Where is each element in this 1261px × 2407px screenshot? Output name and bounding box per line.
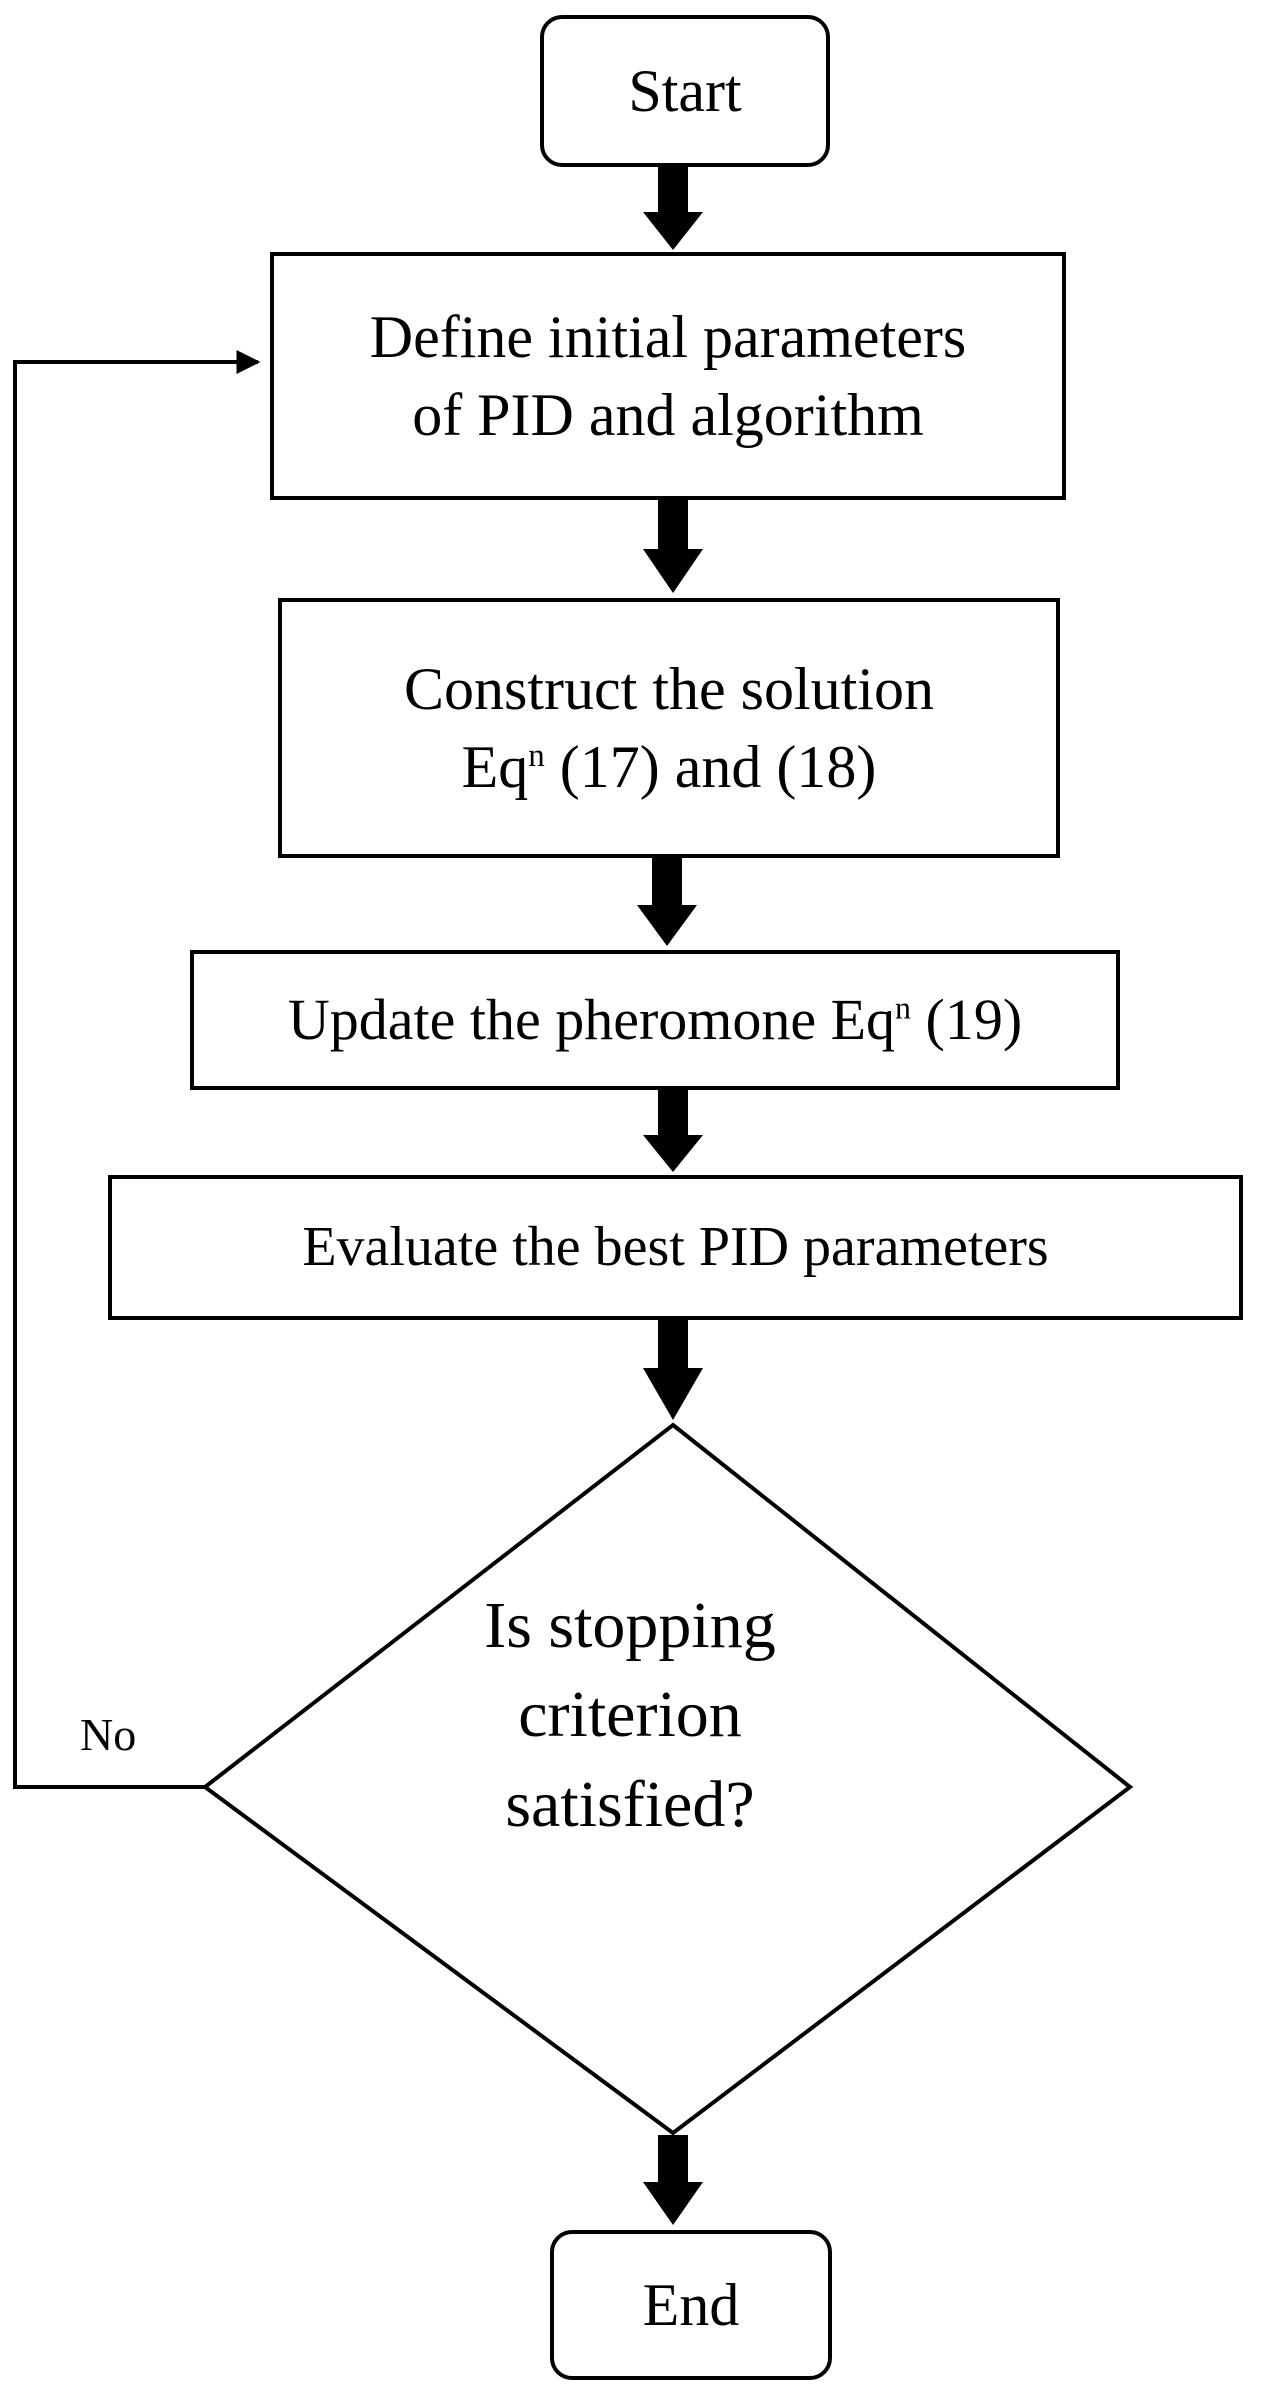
arrow-decision-to-end (643, 2135, 703, 2225)
arrow-construct-to-update (637, 858, 697, 946)
define-line-2: of PID and algorithm (412, 382, 924, 448)
update-pheromone-box: Update the pheromone Eqn (19) (190, 950, 1120, 1090)
evaluate-parameters-box: Evaluate the best PID parameters (108, 1175, 1243, 1320)
update-label: Update the pheromone Eqn (19) (287, 987, 1023, 1053)
decision-line-2: criterion (518, 1678, 742, 1752)
construct-line-1: Construct the solution (404, 656, 934, 722)
no-loop-connector (13, 350, 261, 1789)
arrow-define-to-construct (643, 500, 703, 593)
arrow-update-to-evaluate (643, 1090, 703, 1172)
end-node: End (550, 2230, 832, 2380)
arrow-evaluate-to-decision (643, 1320, 703, 1420)
arrow-start-to-define (643, 165, 703, 250)
end-label: End (642, 2272, 740, 2338)
evaluate-label: Evaluate the best PID parameters (302, 1216, 1049, 1279)
construct-line-2: Eqn (17) and (18) (461, 734, 877, 800)
decision-text: Is stopping criterion satisfied? (450, 1570, 810, 1860)
decision-diamond (201, 1422, 1134, 2136)
decision-line-3: satisfied? (505, 1767, 755, 1841)
decision-line-1: Is stopping (484, 1589, 776, 1663)
construct-solution-box: Construct the solution Eqn (17) and (18) (278, 598, 1060, 858)
start-label: Start (628, 58, 742, 124)
start-node: Start (540, 15, 830, 167)
define-parameters-box: Define initial parameters of PID and alg… (270, 252, 1066, 500)
no-label: No (80, 1709, 137, 1760)
define-line-1: Define initial parameters (369, 304, 967, 370)
